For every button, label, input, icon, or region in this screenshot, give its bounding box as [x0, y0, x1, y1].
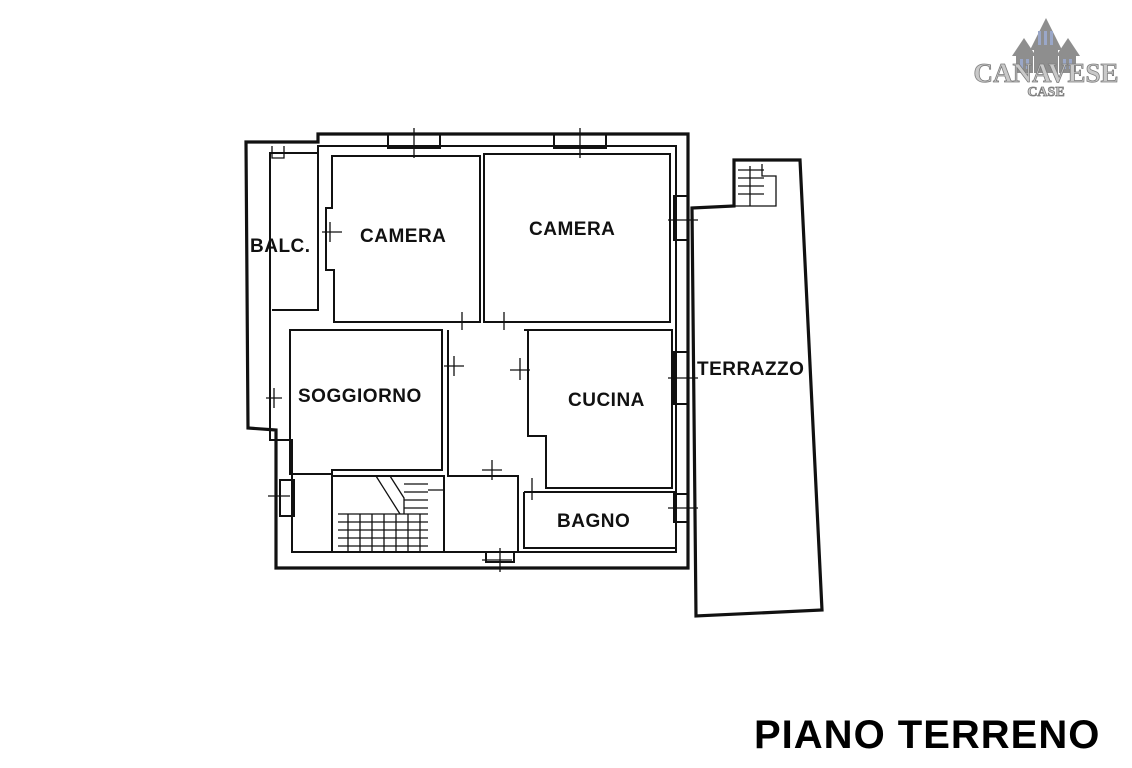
room-label-terrace: TERRAZZO	[697, 359, 804, 380]
logo-sub: CASE	[1027, 85, 1064, 100]
room-label-bedroom-left: CAMERA	[360, 226, 446, 247]
room-label-balcony: BALC.	[250, 236, 311, 257]
room-label-living: SOGGIORNO	[298, 386, 422, 407]
building-walls	[244, 128, 698, 572]
room-label-kitchen: CUCINA	[568, 390, 645, 411]
staircase	[331, 475, 445, 553]
room-label-bathroom: BAGNO	[557, 511, 630, 532]
room-label-bedroom-right: CAMERA	[529, 219, 615, 240]
logo: CANAVESE CASE	[973, 18, 1119, 100]
house-icon	[1012, 18, 1080, 73]
logo-brand: CANAVESE	[973, 58, 1118, 88]
terrace	[690, 158, 824, 618]
floor-title: PIANO TERRENO	[754, 713, 1100, 757]
